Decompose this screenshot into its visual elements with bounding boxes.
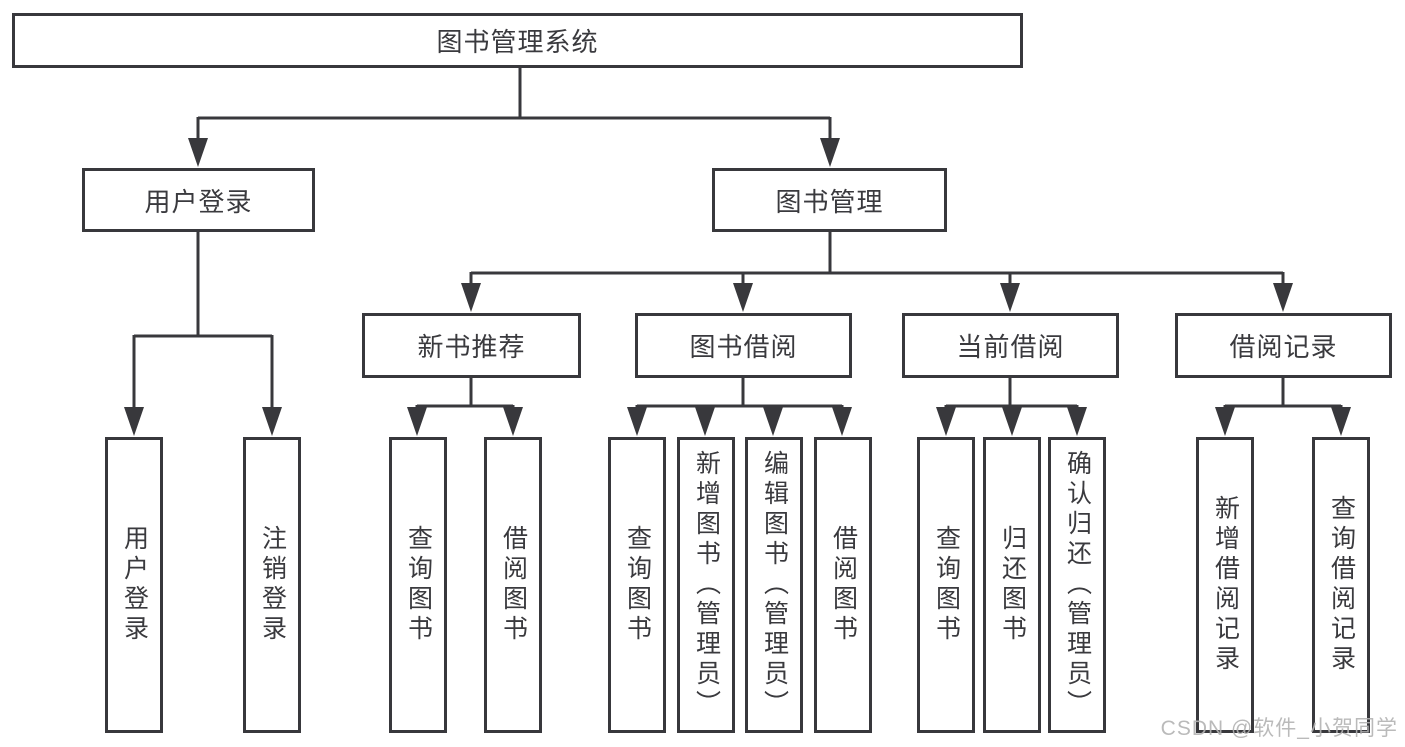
node-leaf-logout: 注销登录 xyxy=(243,437,301,733)
arrowheads xyxy=(124,138,1351,436)
node-leaf-add-borrow-record: 新增借阅记录 xyxy=(1196,437,1254,733)
node-leaf-query-books-2: 查询图书 xyxy=(608,437,666,733)
node-book-management-branch: 图书管理 xyxy=(712,168,947,232)
node-user-login-branch: 用户登录 xyxy=(82,168,315,232)
csdn-watermark: CSDN @软件_小贺同学 xyxy=(1160,717,1398,740)
node-book-borrowing: 图书借阅 xyxy=(635,313,852,378)
node-leaf-query-books-3: 查询图书 xyxy=(917,437,975,733)
node-leaf-return-book: 归还图书 xyxy=(983,437,1041,733)
node-new-book-recommend: 新书推荐 xyxy=(362,313,581,378)
node-leaf-edit-book-admin: 编辑图书（管理员） xyxy=(745,437,803,733)
node-leaf-query-books-1: 查询图书 xyxy=(389,437,447,733)
node-leaf-user-login: 用户登录 xyxy=(105,437,163,733)
node-current-borrowing: 当前借阅 xyxy=(902,313,1119,378)
node-leaf-borrow-books-2: 借阅图书 xyxy=(814,437,872,733)
node-library-system: 图书管理系统 xyxy=(12,13,1023,68)
node-leaf-query-borrow-record: 查询借阅记录 xyxy=(1312,437,1370,733)
node-leaf-borrow-books-1: 借阅图书 xyxy=(484,437,542,733)
node-leaf-confirm-return-admin: 确认归还（管理员） xyxy=(1048,437,1106,733)
node-borrowing-records: 借阅记录 xyxy=(1175,313,1392,378)
node-leaf-add-book-admin: 新增图书（管理员） xyxy=(677,437,735,733)
